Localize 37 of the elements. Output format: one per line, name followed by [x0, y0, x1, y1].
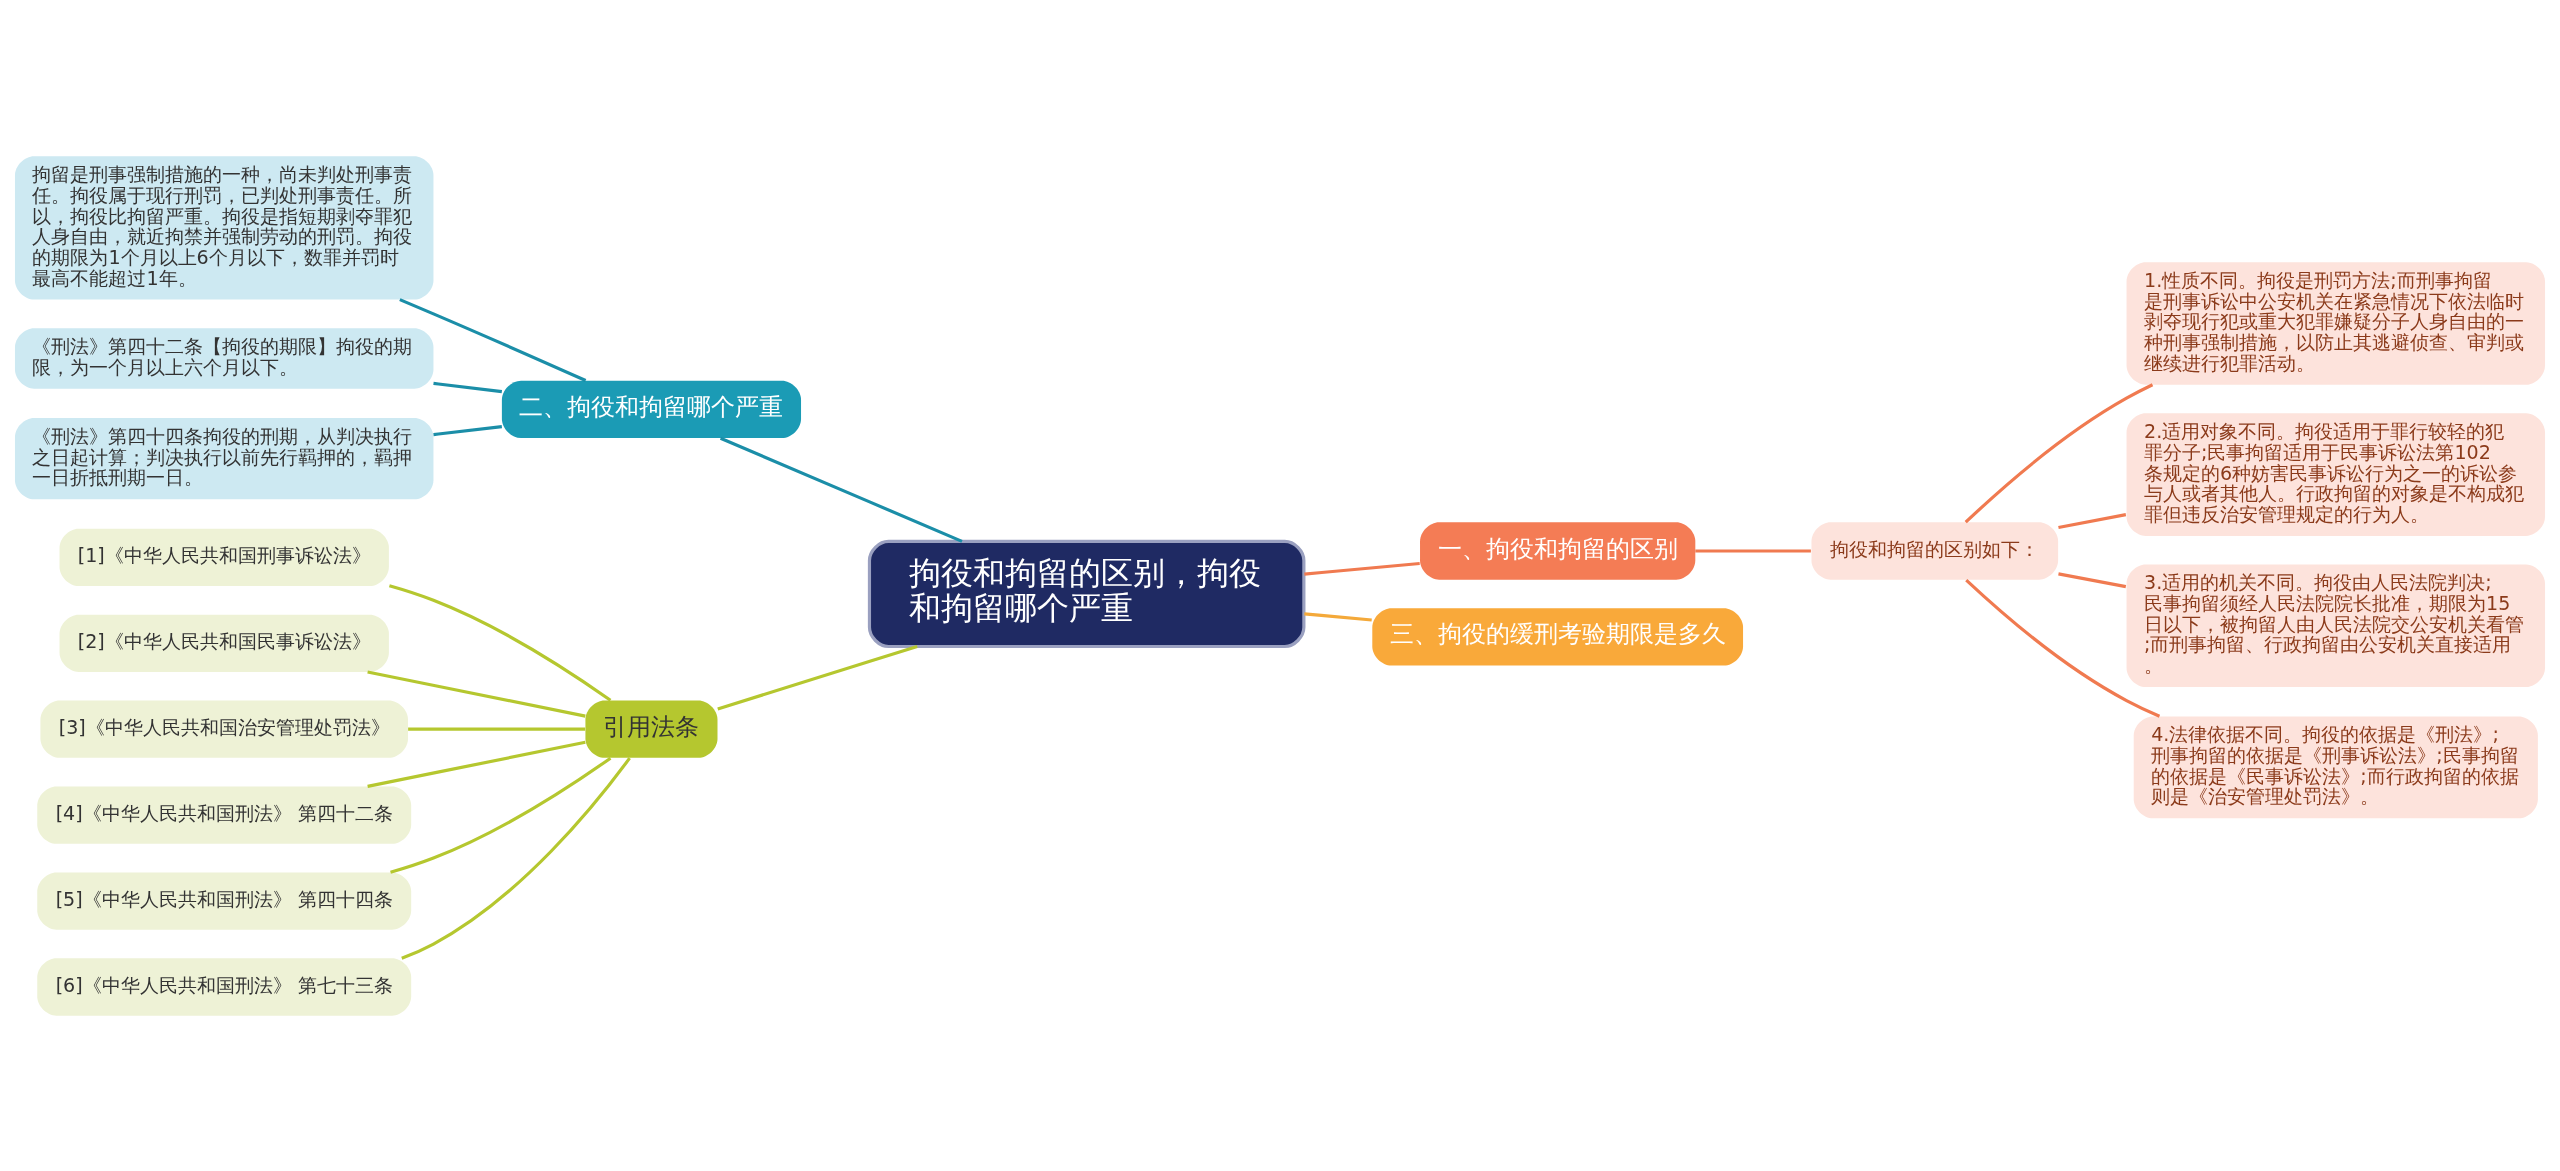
- node-box: [3]《中华人民共和国治安管理处罚法》: [40, 700, 408, 758]
- connector: [1965, 578, 2161, 718]
- node-box: [5]《中华人民共和国刑法》 第四十四条: [37, 871, 412, 930]
- connector: [433, 424, 503, 436]
- connector: [408, 727, 586, 731]
- connector: [717, 644, 918, 710]
- node-box: [4]《中华人民共和国刑法》 第四十二条: [37, 786, 412, 844]
- node-box: [6]《中华人民共和国刑法》 第七十三条: [37, 957, 412, 1016]
- connector: [719, 436, 963, 543]
- node-box: 三、拘役的缓刑考验期限是多久: [1372, 607, 1744, 666]
- connector: [367, 740, 586, 788]
- connector: [399, 297, 587, 382]
- node-box: [2]《中华人民共和国民事诉讼法》: [59, 614, 389, 672]
- node-box: [1]《中华人民共和国刑事诉讼法》: [59, 528, 389, 586]
- node-box: 1.性质不同。拘役是刑罚方法;而刑事拘留是刑事诉讼中公安机关在紧急情况下依法临时剥夺现行犯或重大犯罪嫌疑分子人身自由的一种刑事强制措施，以防止其逃避侦查、审判或继续进行犯罪活动。: [2126, 261, 2546, 385]
- node-box: 一、拘役和拘留的区别: [1420, 521, 1696, 580]
- connector: [2058, 512, 2127, 529]
- connector: [2058, 571, 2127, 588]
- node-box: 2.适用对象不同。拘役适用于罪行较轻的犯罪分子;民事拘留适用于民事诉讼法第102条规定的6种妨害民事诉讼行为之一的诉讼参与人或者其他人。行政拘留的对象是不构成犯罪但违反治安管理规定的行为人。: [2126, 412, 2546, 536]
- node-box: 二、拘役和拘留哪个严重: [501, 380, 802, 438]
- connector: [390, 756, 612, 874]
- node-box: 《刑法》第四十二条【拘役的期限】拘役的期限，为一个月以上六个月以下。: [14, 327, 434, 389]
- connector: [401, 756, 631, 960]
- connector: [1304, 561, 1420, 576]
- node-box: 拘留是刑事强制措施的一种，尚未判处刑事责任。拘役属于现行刑罚，已判处刑事责任。所以，拘役比拘留严重。拘役是指短期剥夺罪犯人身自由，就近拘禁并强制劳动的刑罚。拘役的期限为1个月以上6个月以下，数罪并罚时最高不能超过1年。: [14, 155, 434, 300]
- connector: [388, 583, 612, 702]
- node-box: 拘役和拘留的区别如下：: [1811, 521, 2059, 580]
- node-box: 3.适用的机关不同。拘役由人民法院判决;民事拘留须经人民法院院长批准，期限为15日以下，被拘留人由人民法院交公安机关看管;而刑事拘留、行政拘留由公安机关直接适用。: [2126, 564, 2546, 687]
- node-box: 4.法律依据不同。拘役的依据是《刑法》;刑事拘留的依据是《刑事诉讼法》;民事拘留的依据是《民事诉讼法》;而行政拘留的依据则是《治安管理处罚法》。: [2133, 716, 2538, 818]
- node-box: 引用法条: [585, 700, 718, 758]
- connector: [1695, 548, 1811, 553]
- connector: [433, 381, 503, 393]
- node-box: 拘役和拘留的区别，拘役和拘留哪个严重: [867, 539, 1306, 648]
- connector: [1304, 611, 1372, 622]
- connector: [367, 669, 586, 718]
- connector: [1964, 382, 2154, 523]
- node-box: 《刑法》第四十四条拘役的刑期，从判决执行之日起计算；判决执行以前先行羁押的，羁押一日折抵刑期一日。: [14, 417, 434, 499]
